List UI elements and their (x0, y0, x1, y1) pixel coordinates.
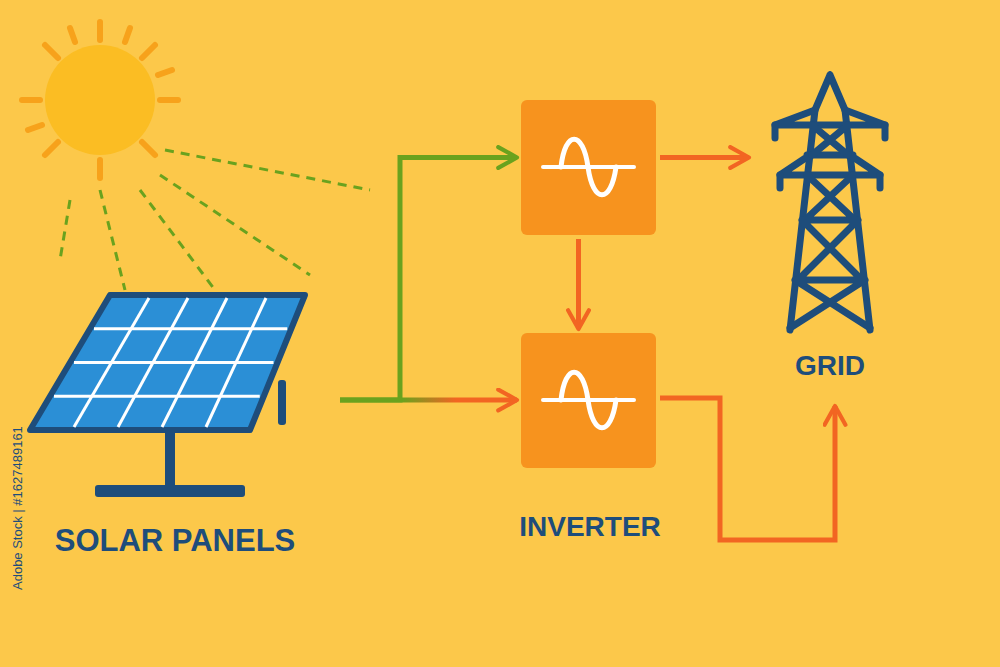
sine-symbol (521, 100, 656, 235)
flow-arrow (660, 155, 749, 160)
inverter-box (521, 333, 656, 468)
solar-panel-node: SOLAR PANELS (10, 285, 340, 575)
node-label: INVERTER (480, 511, 700, 543)
inverter-node: INVERTER (480, 333, 700, 563)
sine-symbol (521, 333, 656, 468)
sun (45, 45, 155, 155)
node-label: SOLAR PANELS (10, 523, 340, 559)
sunlight-rays (60, 150, 370, 290)
flow-arrow (576, 239, 581, 329)
sun-rays (22, 22, 178, 178)
flow-arrow (340, 158, 517, 401)
solar-panel-illustration (10, 285, 340, 520)
flow-arrow (340, 398, 517, 403)
inverter-node (521, 100, 656, 235)
watermark: Adobe Stock | #1627489161 (10, 426, 25, 590)
inverter-box (521, 100, 656, 235)
node-label: GRID (755, 350, 905, 382)
grid-node: GRID (755, 70, 905, 400)
flow-arrow (660, 398, 835, 540)
pylon-illustration (755, 70, 905, 340)
